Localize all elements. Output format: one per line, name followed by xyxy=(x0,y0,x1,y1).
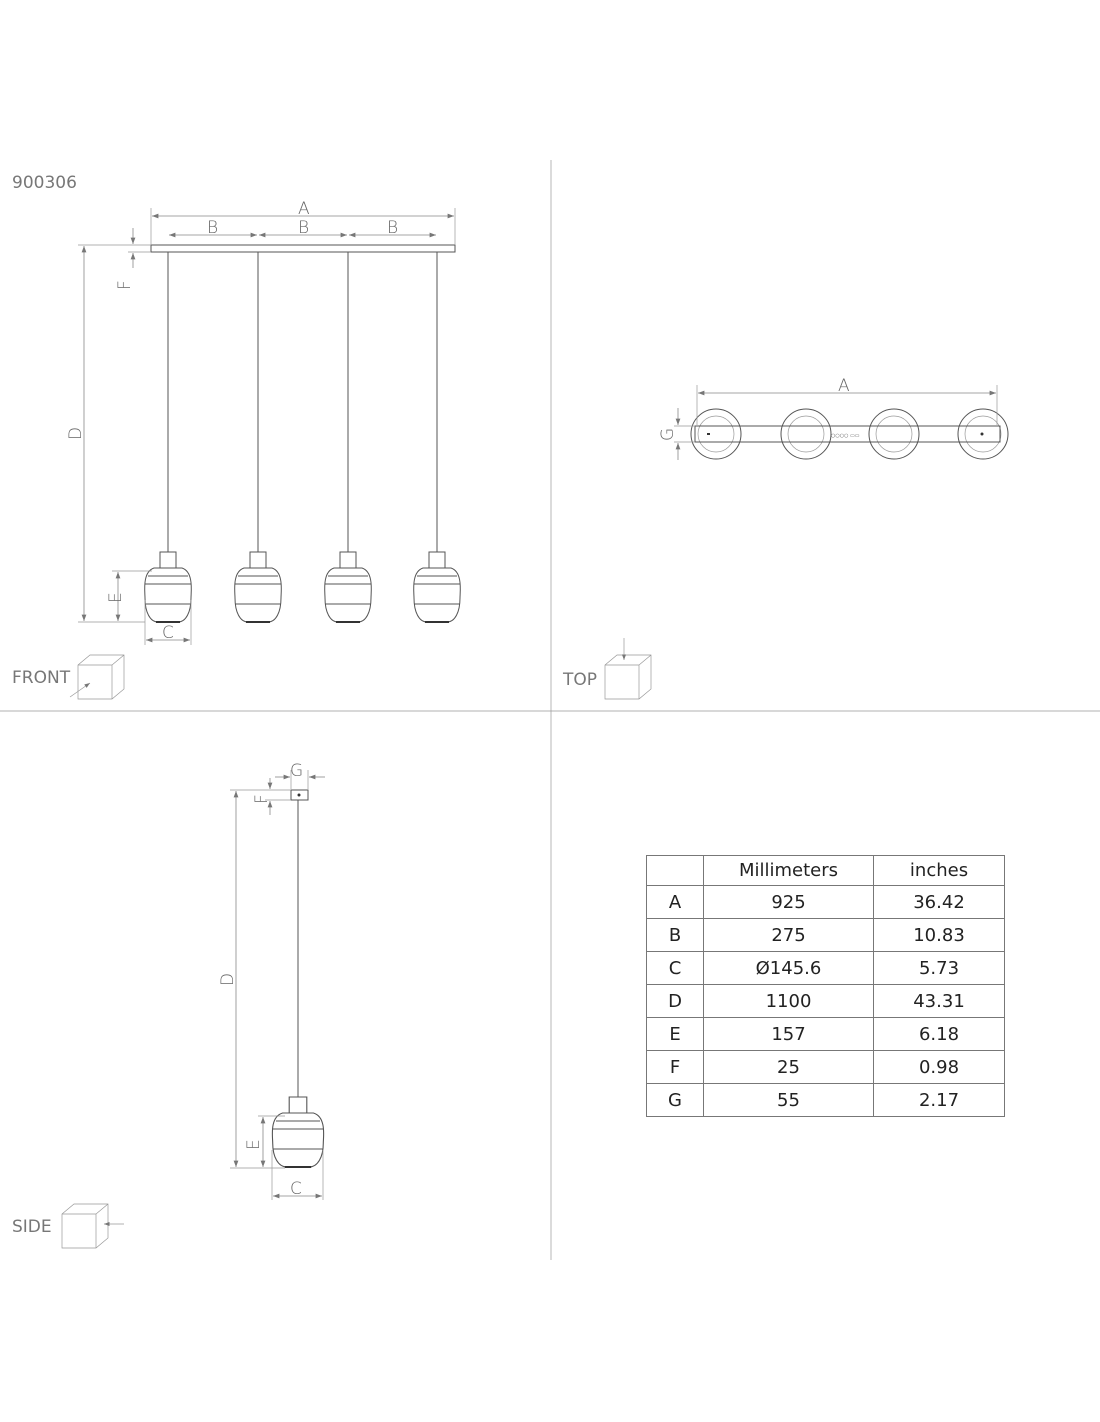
ceiling-bar xyxy=(150,244,456,253)
product-code: 900306 xyxy=(12,173,77,193)
pendant-shade xyxy=(233,551,283,623)
pendants xyxy=(143,252,462,623)
top-view: ○○○○ ▭▭ A G TOP xyxy=(562,376,1009,700)
header-inches: inches xyxy=(873,855,1005,886)
side-canopy xyxy=(290,789,309,801)
top-shades xyxy=(690,408,1009,460)
dim-label-a: A xyxy=(838,376,850,396)
dim-label-b: B xyxy=(298,218,309,238)
dim-label-d: D xyxy=(66,427,86,440)
dim-label-g: G xyxy=(290,761,303,781)
dim-label-b: B xyxy=(207,218,218,238)
top-bar xyxy=(694,425,1001,443)
front-arrow-icon xyxy=(69,682,91,698)
header-key xyxy=(646,855,704,886)
dim-label-f: F xyxy=(115,280,135,290)
pendant-shade xyxy=(143,551,193,623)
dim-label-c: C xyxy=(162,623,174,643)
front-view: A B B B D F E C FRONT xyxy=(12,199,462,700)
side-view: G F D E C SIDE xyxy=(12,761,325,1249)
dim-label-c: C xyxy=(290,1179,302,1199)
front-view-cube-icon xyxy=(77,654,125,700)
dim-label-a: A xyxy=(298,199,310,219)
top-view-cube-icon xyxy=(604,654,652,700)
svg-text:○○○○ ▭▭: ○○○○ ▭▭ xyxy=(831,433,860,439)
view-label-front: FRONT xyxy=(12,668,71,688)
dim-label-d: D xyxy=(218,973,238,986)
dim-label-e: E xyxy=(244,1139,264,1150)
dim-label-b: B xyxy=(387,218,398,238)
view-label-side: SIDE xyxy=(12,1217,52,1237)
dim-label-e: E xyxy=(106,592,126,603)
view-label-top: TOP xyxy=(562,670,597,690)
dim-label-g: G xyxy=(658,428,678,441)
pendant-shade xyxy=(271,1095,325,1169)
dim-label-f: F xyxy=(252,794,272,804)
table-header-row: Millimeters inches xyxy=(646,855,1005,886)
pendant-shade xyxy=(323,551,373,623)
header-millimeters: Millimeters xyxy=(703,855,874,886)
pendant-shade xyxy=(412,551,462,623)
side-view-cube-icon xyxy=(61,1203,109,1249)
